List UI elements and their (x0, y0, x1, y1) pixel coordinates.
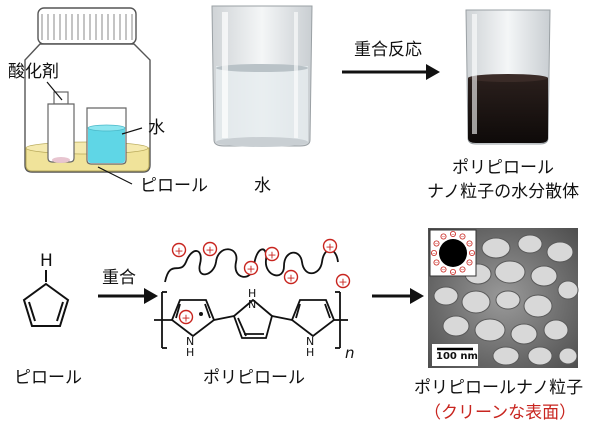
water-photo (200, 0, 325, 152)
ring3-h: H (306, 346, 315, 359)
svg-text:+: + (325, 241, 334, 254)
radical-dot (199, 312, 203, 316)
positive-charge: + (335, 273, 351, 289)
positive-charge: + (322, 238, 338, 254)
svg-text:+: + (267, 249, 276, 262)
surface-charge-sign: − (470, 251, 474, 257)
surface-charge-sign: − (434, 261, 438, 267)
surface-charge-sign: − (434, 242, 438, 248)
clean-surface-label: （クリーンな表面） (424, 403, 577, 423)
pyrrole-structure (22, 270, 70, 327)
surface-charge (430, 249, 437, 256)
scale-bar-label: 100 nm (436, 351, 478, 362)
surface-charge (440, 233, 447, 240)
surface-charge-sign: − (460, 235, 464, 241)
photo-water-caption: 水 (254, 176, 271, 196)
scale-bar (432, 344, 478, 366)
surface-charge-sign: − (451, 232, 455, 238)
svg-text:+: + (286, 272, 295, 285)
ring1-h: H (186, 346, 195, 359)
surface-charge-sign: − (441, 268, 445, 274)
surface-charge-sign: − (460, 268, 464, 274)
polymerization-label: 重合 (102, 268, 136, 288)
surface-charge (440, 266, 447, 273)
ring2-n: N (248, 298, 257, 311)
ring3-n: N (306, 335, 315, 348)
polymerization-arrow (98, 288, 158, 304)
surface-charge-sign: − (467, 261, 471, 267)
surface-charge (449, 268, 456, 275)
svg-text:+: + (181, 312, 190, 325)
oxidant-label: 酸化剤 (8, 62, 59, 82)
dispersion-photo (458, 0, 558, 150)
svg-text:+: + (246, 263, 255, 276)
svg-text:+: + (174, 245, 183, 258)
positive-charge: + (171, 242, 187, 258)
dispersion-caption-line2: ナノ粒子の水分散体 (427, 182, 580, 202)
surface-charges: −−−−−−−−−−−− (430, 230, 475, 276)
svg-text:+: + (205, 244, 214, 257)
positive-charge: + (283, 269, 299, 285)
surface-charge-sign: − (467, 242, 471, 248)
oxidant-leader-line (46, 81, 63, 101)
surface-charge-sign: − (432, 251, 436, 257)
oxidant-bottle (47, 91, 75, 163)
surface-charge-sign: − (441, 235, 445, 241)
repeat-subscript: n (345, 344, 355, 362)
polypyrrole-structure (154, 291, 348, 349)
surface-charge (466, 259, 473, 266)
surface-charge (459, 266, 466, 273)
reaction-arrow (342, 64, 440, 80)
positive-charge: + (243, 260, 259, 276)
pyrrole-nh-h: H (40, 251, 53, 271)
pyrrole-label: ピロール (140, 176, 208, 196)
nanoparticle-caption: ポリピロールナノ粒子 (414, 378, 584, 398)
ring2-h: H (248, 287, 257, 300)
surface-charge-sign: − (451, 270, 455, 276)
surface-charge (466, 240, 473, 247)
water-leader-line (121, 127, 143, 135)
product-arrow (372, 288, 424, 304)
positive-charge-on-ring: + (178, 309, 194, 325)
nanoparticle-core (439, 239, 467, 267)
positive-charge: + (202, 241, 218, 257)
surface-charge (449, 230, 456, 237)
sem-micrograph (428, 228, 579, 368)
positive-charges: + + + + + + + + (171, 238, 351, 325)
surface-charge (468, 249, 475, 256)
dispersion-caption-line1: ポリピロール (452, 158, 554, 178)
reaction-label: 重合反応 (354, 40, 422, 60)
water-label: 水 (148, 118, 165, 138)
surface-charge (433, 240, 440, 247)
pyrrole-caption: ピロール (14, 368, 82, 388)
svg-text:+: + (338, 276, 347, 289)
pyrrole-leader-line (97, 166, 133, 185)
positive-charge: + (264, 246, 280, 262)
surface-charge (459, 233, 466, 240)
water-beaker (86, 107, 127, 165)
surface-charge (433, 259, 440, 266)
ring1-n: N (186, 335, 195, 348)
polypyrrole-caption: ポリピロール (203, 368, 305, 388)
